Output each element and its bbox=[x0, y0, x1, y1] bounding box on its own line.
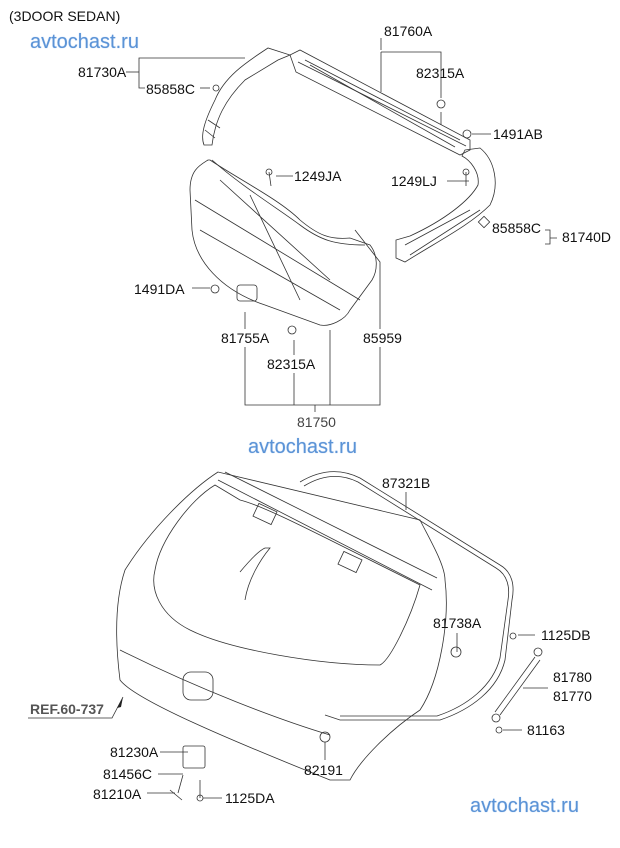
part-label-81210A: 81210A bbox=[93, 786, 142, 802]
watermark: avtochast.ru bbox=[470, 795, 579, 817]
part-label-82191: 82191 bbox=[304, 762, 343, 778]
left-pillar-trim-81730A bbox=[202, 47, 292, 146]
gas-lifter-81780 bbox=[491, 647, 543, 723]
part-label-81740D: 81740D bbox=[562, 229, 612, 245]
small-fasteners bbox=[169, 84, 517, 802]
watermark: avtochast.ru bbox=[30, 31, 139, 53]
part-label-81163: 81163 bbox=[527, 722, 565, 738]
part-label-81760A: 81760A bbox=[384, 23, 433, 39]
rear-upper-trim-81760A bbox=[289, 49, 471, 156]
part-label-1125DA: 1125DA bbox=[225, 790, 275, 806]
diagram-title: (3DOOR SEDAN) bbox=[9, 8, 121, 24]
watermark: avtochast.ru bbox=[248, 436, 357, 458]
part-label-81755A: 81755A bbox=[221, 330, 270, 346]
part-label-85858C-left: 85858C bbox=[146, 81, 196, 97]
leader-lines bbox=[28, 38, 557, 799]
part-label-1491DA: 1491DA bbox=[134, 281, 185, 297]
part-label-81750: 81750 bbox=[297, 414, 336, 430]
part-label-85959: 85959 bbox=[363, 330, 402, 346]
part-label-82315A-bottom: 82315A bbox=[267, 356, 316, 372]
part-label-82315A-top: 82315A bbox=[416, 65, 465, 81]
weatherstrip-87321B bbox=[299, 471, 514, 721]
part-label-81230A: 81230A bbox=[110, 744, 159, 760]
part-label-1491AB: 1491AB bbox=[493, 126, 543, 142]
tailgate-trim-panel-81750 bbox=[189, 159, 377, 326]
part-label-87321B: 87321B bbox=[382, 475, 431, 491]
part-label-81738A: 81738A bbox=[433, 615, 482, 631]
right-pillar-trim-81740D bbox=[395, 147, 496, 263]
tailgate-panel bbox=[116, 471, 447, 781]
part-label-85858C-right: 85858C bbox=[492, 220, 542, 236]
part-label-1249LJ: 1249LJ bbox=[391, 173, 437, 189]
reference-label[interactable]: REF.60-737 bbox=[30, 701, 104, 717]
part-label-81730A: 81730A bbox=[78, 64, 127, 80]
part-label-81780: 81780 bbox=[553, 669, 592, 685]
part-label-1125DB: 1125DB bbox=[541, 627, 591, 643]
part-label-1249JA: 1249JA bbox=[294, 168, 342, 184]
part-label-81456C: 81456C bbox=[103, 766, 153, 782]
part-label-81770: 81770 bbox=[553, 688, 592, 704]
